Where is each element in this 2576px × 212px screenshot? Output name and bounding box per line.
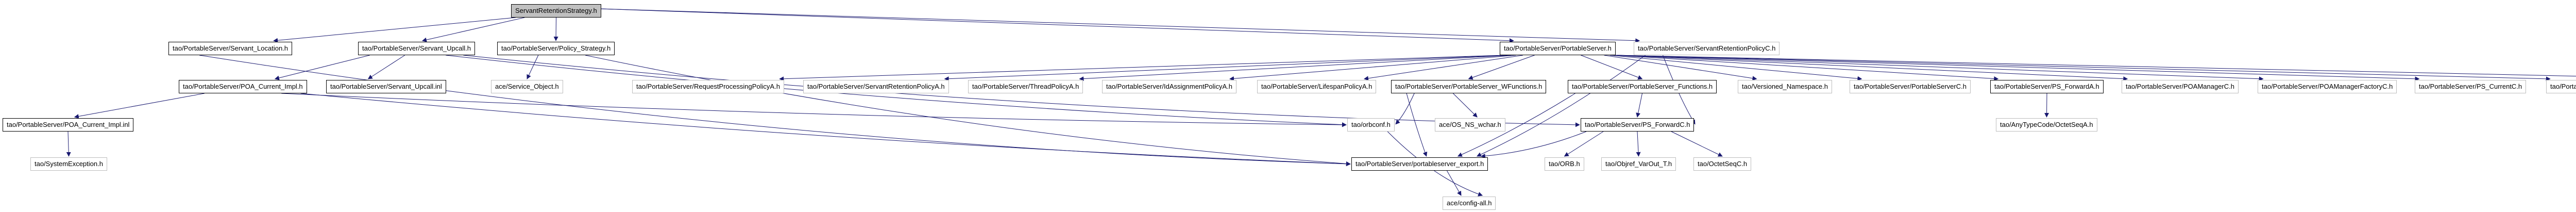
edge-servantretentionpolicyc-to-portableserver_export (1476, 55, 1646, 157)
graph-node-octetseqa: tao/AnyTypeCode/OctetSeqA.h (1996, 118, 2097, 132)
edge-portableserver_h-to-ps_forwarda (1613, 55, 1999, 81)
graph-node-octetseqc: tao/OctetSeqC.h (1693, 157, 1752, 171)
graph-node-servant_upcall_h[interactable]: tao/PortableServer/Servant_Upcall.h (358, 42, 476, 55)
edge-portableserver_h-to-versioned_namespace (1604, 55, 1757, 81)
edge-root-to-portableserver_h (601, 8, 1514, 43)
edge-portableserver_h-to-iduniquenesspolicya (1615, 55, 2551, 81)
graph-node-poamanagerc: tao/PortableServer/POAManagerC.h (2122, 80, 2239, 93)
graph-node-orb_h: tao/ORB.h (1545, 157, 1584, 171)
graph-node-servantretentionpolicyc: tao/PortableServer/ServantRetentionPolic… (1634, 42, 1780, 55)
edge-poa_current_impl_inl-to-systemexception (66, 131, 71, 157)
edge-portableserver_h-to-idassignmentpolicya (1229, 55, 1516, 81)
edge-portableserver_wfunctions-to-orbconf (1395, 93, 1415, 125)
graph-node-portableserver_h[interactable]: tao/PortableServer/PortableServer.h (1500, 42, 1616, 55)
edge-portableserver_h-to-threadpolicya (1079, 55, 1512, 81)
edge-portableserver_h-to-portableserver_functions (1581, 55, 1643, 80)
graph-node-orbconf: tao/orbconf.h (1347, 118, 1395, 132)
graph-node-ps_forwarda[interactable]: tao/PortableServer/PS_ForwardA.h (1990, 80, 2104, 93)
edge-ps_forwardc-to-portableserver_export (1480, 131, 1587, 158)
edge-portableserver_h-to-poamanagerfactoryc (1615, 55, 2264, 81)
edge-policy_strategy-to-service_object (527, 55, 539, 79)
edge-portableserver_h-to-implicitactivationpolicya (1615, 55, 2576, 77)
edge-policy_strategy-to-portableserver_export (585, 55, 1351, 166)
edge-ps_forwardc-to-orb_h (1564, 131, 1604, 157)
edge-portableserver_h-to-requestprocessingpolicya (779, 55, 1505, 81)
graph-node-ps_forwardc[interactable]: tao/PortableServer/PS_ForwardC.h (1581, 118, 1694, 132)
graph-node-lifespanpolicya: tao/PortableServer/LifespanPolicyA.h (1257, 80, 1377, 93)
edge-portableserver_h-to-portableserverc (1609, 55, 1862, 81)
graph-node-versioned_namespace: tao/Versioned_Namespace.h (1738, 80, 1832, 93)
graph-node-portableserver_functions[interactable]: tao/PortableServer/PortableServer_Functi… (1568, 80, 1717, 93)
graph-node-poa_current_impl_h[interactable]: tao/PortableServer/POA_Current_Impl.h (179, 80, 307, 93)
graph-node-iduniquenesspolicya: tao/PortableServer/IdUniquenessPolicyA.h (2546, 80, 2576, 93)
edge-portableserver_wfunctions-to-portableserver_export (1406, 93, 1428, 157)
edge-portableserver_wfunctions-to-os_ns_wchar (1453, 93, 1478, 118)
graph-node-root: ServantRetentionStrategy.h (511, 4, 601, 18)
edge-root-to-servant_location (273, 17, 516, 43)
graph-node-service_object: ace/Service_Object.h (491, 80, 563, 93)
edge-portableserver_h-to-servantretentionpolicya (944, 55, 1508, 81)
graph-node-poa_current_impl_inl[interactable]: tao/PortableServer/POA_Current_Impl.inl (3, 118, 134, 132)
graph-node-portableserverc: tao/PortableServer/PortableServerC.h (1850, 80, 1971, 93)
graph-node-objref_varout: tao/Objref_VarOut_T.h (1601, 157, 1676, 171)
edge-poa_current_impl_h-to-poa_current_impl_inl (74, 93, 205, 119)
edge-root-to-servant_upcall_h (421, 17, 525, 42)
graph-node-policy_strategy[interactable]: tao/PortableServer/Policy_Strategy.h (497, 42, 615, 55)
edge-servant_upcall_h-to-ps_forwardc (463, 55, 1580, 127)
graph-node-poamanagerfactoryc: tao/PortableServer/POAManagerFactoryC.h (2258, 80, 2397, 93)
graph-node-portableserver_export[interactable]: tao/PortableServer/portableserver_export… (1351, 157, 1488, 171)
edge-root-to-servantretentionpolicyc (601, 8, 1640, 43)
edge-servant_upcall_h-to-servant_upcall_inl (367, 55, 405, 79)
edge-servant_upcall_h-to-orbconf (446, 55, 1347, 127)
graph-node-servant_upcall_inl[interactable]: tao/PortableServer/Servant_Upcall.inl (326, 80, 446, 93)
edge-poa_current_impl_h-to-orbconf (281, 93, 1347, 127)
edge-portableserver_functions-to-ps_forwardc (1636, 93, 1642, 118)
edge-poa_current_impl_h-to-portableserver_export (300, 93, 1351, 167)
edge-ps_forwardc-to-octetseqc (1671, 131, 1723, 157)
graph-node-idassignmentpolicya: tao/PortableServer/IdAssignmentPolicyA.h (1102, 80, 1236, 93)
graph-node-config_all: ace/config-all.h (1443, 197, 1496, 210)
edge-servant_upcall_h-to-poa_current_impl_h (274, 55, 370, 80)
graph-node-threadpolicya: tao/PortableServer/ThreadPolicyA.h (968, 80, 1083, 93)
edge-portableserver_h-to-lifespanpolicya (1364, 55, 1523, 81)
graph-node-requestprocessingpolicya: tao/PortableServer/RequestProcessingPoli… (632, 80, 784, 93)
graph-node-servant_location[interactable]: tao/PortableServer/Servant_Location.h (168, 42, 293, 55)
edge-servant_location-to-portableserver_export (199, 55, 1351, 167)
graph-node-ps_currentc: tao/PortableServer/PS_CurrentC.h (2415, 80, 2527, 93)
edge-portableserver_h-to-portableserver_wfunctions (1468, 55, 1535, 80)
edge-ps_forwardc-to-objref_varout (1636, 131, 1641, 157)
edge-portableserver_h-to-poamanagerc (1615, 55, 2128, 81)
graph-node-os_ns_wchar: ace/OS_NS_wchar.h (1435, 118, 1505, 132)
edge-portableserver_functions-to-portableserver_export (1457, 93, 1575, 157)
graph-node-servantretentionpolicya: tao/PortableServer/ServantRetentionPolic… (803, 80, 949, 93)
edge-portableserver_h-to-ps_currentc (1615, 55, 2420, 81)
graph-node-portableserver_wfunctions[interactable]: tao/PortableServer/PortableServer_WFunct… (1391, 80, 1547, 93)
graph-node-systemexception: tao/SystemException.h (30, 157, 107, 171)
edge-orbconf-to-config_all (1387, 131, 1483, 197)
